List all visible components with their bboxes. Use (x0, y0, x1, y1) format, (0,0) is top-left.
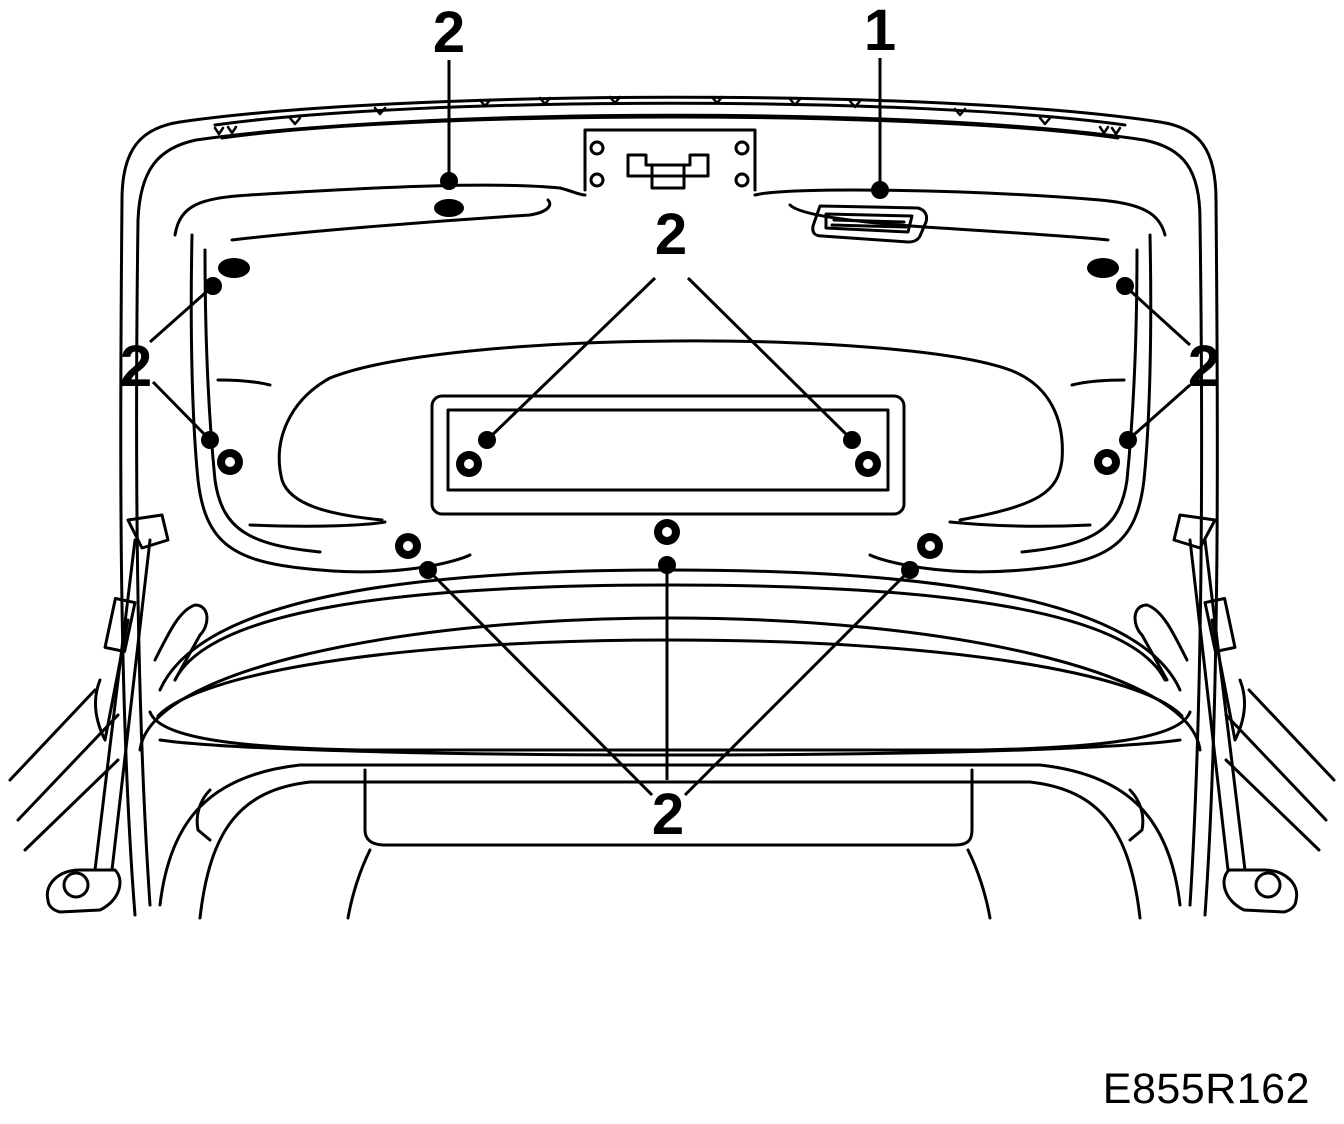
callout-2-top-left: 2 (433, 0, 465, 65)
callouts: 2 1 2 2 2 2 (120, 0, 1220, 847)
top-rail-clips (213, 95, 1122, 136)
callout-2-bottom: 2 (652, 782, 684, 847)
leader-lines (149, 58, 1192, 797)
trunk-opening (158, 763, 1182, 920)
fastener-upper-right (1087, 258, 1119, 278)
trim-panel-sides (189, 233, 1153, 574)
callout-2-left: 2 (120, 334, 152, 399)
lock-latch (583, 128, 757, 192)
center-panel (248, 339, 1092, 528)
figure-id: E855R162 (1102, 1065, 1310, 1113)
callout-2-right: 2 (1188, 334, 1220, 399)
fastener-upper-left (218, 258, 250, 278)
callout-1-toolkit: 1 (864, 0, 896, 63)
left-gas-strut (8, 513, 209, 914)
license-plate-recess (430, 394, 906, 516)
lower-edge (138, 568, 1202, 757)
upper-trim-edge (173, 183, 1167, 242)
fastener-holes (217, 199, 1120, 559)
lid-outline (119, 95, 1219, 917)
toolkit-holder (811, 204, 929, 244)
leader-dots (201, 172, 1137, 579)
right-gas-strut (1133, 513, 1336, 914)
fastener-top-left (434, 199, 464, 217)
callout-2-plate: 2 (655, 202, 687, 267)
